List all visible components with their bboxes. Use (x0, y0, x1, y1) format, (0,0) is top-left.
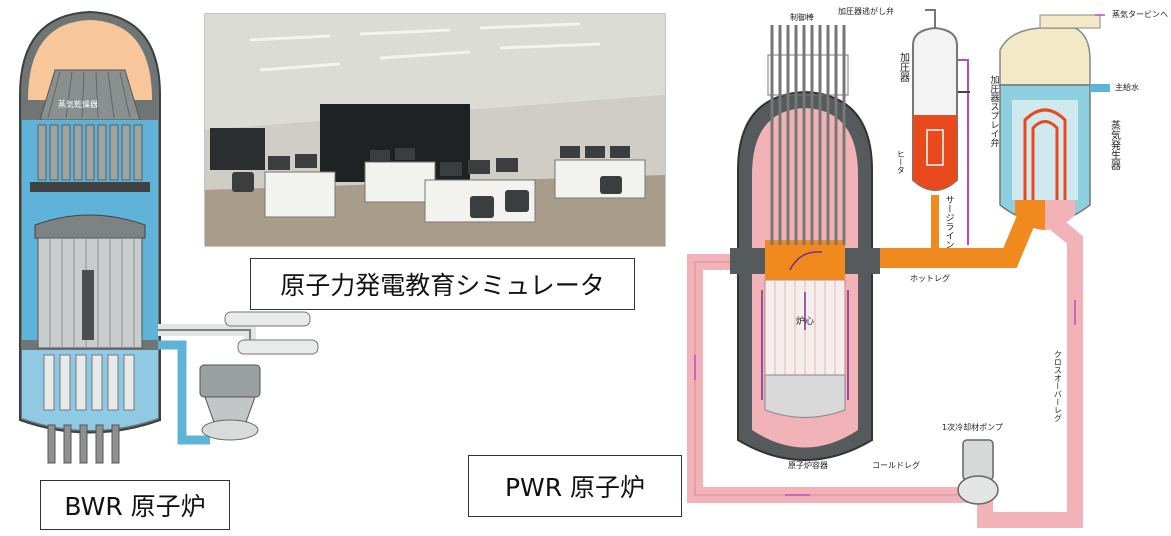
pwr-feedwater-label: 主給水 (1115, 83, 1139, 92)
bwr-steam-dryer-label: 蒸気乾燥器 (58, 100, 98, 109)
bwr-caption: BWR 原子炉 (40, 480, 230, 530)
pwr-surge-line-label: サージライン (943, 195, 954, 249)
simulator-caption: 原子力発電教育シミュレータ (250, 258, 635, 310)
pwr-hot-leg-label: ホットレグ (910, 274, 950, 283)
pwr-pump-label: 1次冷却材ポンプ (942, 423, 1003, 432)
pwr-core-label: 炉心 (796, 317, 815, 327)
pwr-crossover-leg-label: クロスオーバーレグ (1053, 350, 1063, 422)
pwr-relief-valve-label: 加圧器逃がし弁 (838, 7, 894, 16)
pwr-caption: PWR 原子炉 (468, 455, 682, 517)
pwr-control-rod-label: 制御棒 (790, 13, 814, 22)
pwr-steam-turbine-label: 蒸気タービンへ (1112, 10, 1168, 19)
bwr-reactor-illustration (19, 10, 319, 464)
simulator-photo (204, 13, 666, 247)
pwr-vessel-label: 原子炉容器 (788, 461, 828, 470)
pwr-cold-leg-label: コールドレグ (872, 461, 920, 470)
pwr-steam-generator-label: 蒸気発生器 (1108, 120, 1120, 170)
pwr-pressurizer-label: 加圧器 (897, 52, 909, 82)
pwr-heater-label: ヒータ (896, 150, 906, 174)
pwr-spray-valve-label: 加圧器スプレイ弁 (988, 75, 999, 147)
